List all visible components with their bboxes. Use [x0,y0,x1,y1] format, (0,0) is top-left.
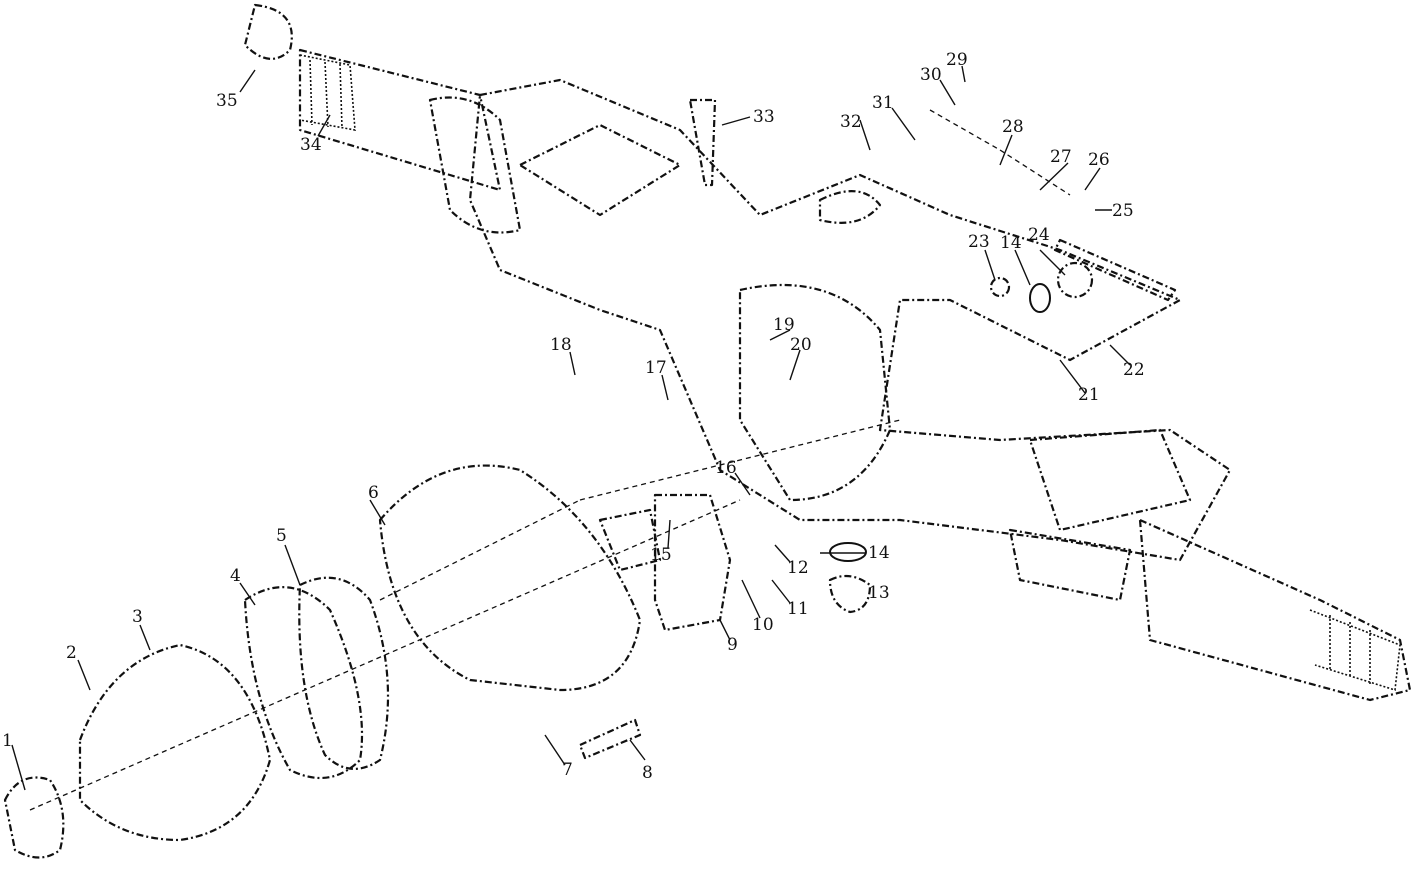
callout-27: 27 [1050,147,1072,167]
axle-housing [468,78,1232,602]
callout-9: 9 [727,635,738,655]
plug-24 [1056,261,1094,299]
callout-1: 1 [2,731,13,751]
pin-8 [578,718,642,760]
callout-24: 24 [1028,225,1050,245]
callout-18: 18 [550,335,572,355]
callout-16: 16 [715,458,737,478]
plug-23 [989,276,1011,298]
bearing-13 [828,574,872,614]
leader-lines [11,65,1131,791]
right-axle-spindle [1138,518,1412,702]
shaft-22 [1053,238,1177,302]
callout-14-lower: 14 [868,543,890,563]
callout-21: 21 [1078,385,1100,405]
callout-11: 11 [787,599,809,619]
left-axle-spindle [243,3,522,234]
callout-26: 26 [1088,150,1110,170]
hub-cover-3 [78,643,272,842]
callout-8: 8 [642,763,653,783]
seal-ring-1 [3,776,65,859]
callout-17: 17 [645,358,667,378]
callout-6: 6 [368,483,379,503]
callout-7: 7 [562,760,573,780]
callout-30: 30 [920,65,942,85]
callout-4: 4 [230,566,241,586]
callout-22: 22 [1123,360,1145,380]
callout-3: 3 [132,607,143,627]
callout-35: 35 [216,91,238,111]
callout-15: 15 [650,545,672,565]
callout-34: 34 [300,135,322,155]
callout-29: 29 [946,50,968,70]
callout-13: 13 [868,583,890,603]
gasket-5 [298,576,390,770]
assembly-axis [29,109,1071,811]
callout-33: 33 [753,107,775,127]
callout-23: 23 [968,232,990,252]
callout-12: 12 [787,558,809,578]
differential-carrier [378,464,662,692]
bolt-33 [688,98,717,187]
callout-32: 32 [840,112,862,132]
o-ring-14 [829,542,867,562]
callout-31: 31 [872,93,894,113]
callout-19: 19 [773,315,795,335]
callout-10: 10 [752,615,774,635]
callout-25: 25 [1112,201,1134,221]
callout-5: 5 [276,526,287,546]
o-ring-14-upper [1029,283,1051,313]
callout-2: 2 [66,643,77,663]
callout-20: 20 [790,335,812,355]
callout-14-upper: 14 [1000,233,1022,253]
callout-labels: 35 34 33 32 31 30 29 28 27 26 25 24 23 1… [2,50,1145,783]
callout-28: 28 [1002,117,1024,137]
